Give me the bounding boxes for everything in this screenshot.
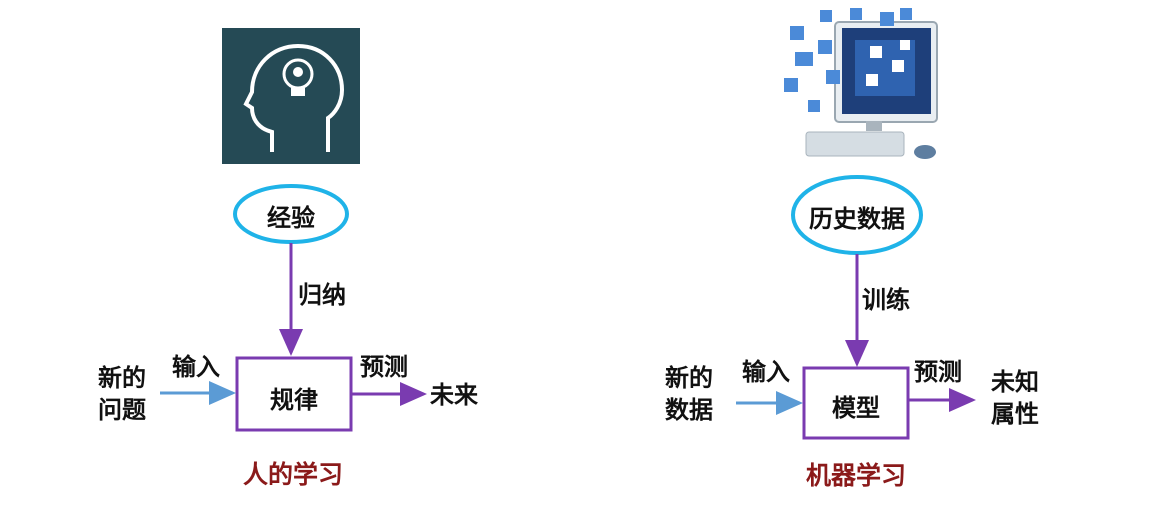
future-label: 未来: [430, 381, 478, 409]
historical-data-ellipse: [791, 175, 923, 255]
new-data-line2: 数据: [665, 396, 713, 424]
left-predict-label: 预测: [360, 353, 408, 381]
rule-label: 规律: [270, 386, 318, 414]
model-label: 模型: [832, 394, 880, 422]
induction-label: 归纳: [298, 281, 346, 309]
experience-ellipse: [233, 184, 349, 244]
new-problem-line2: 问题: [98, 396, 146, 424]
right-input-label: 输入: [742, 358, 790, 386]
right-predict-label: 预测: [914, 358, 962, 386]
training-label: 训练: [862, 286, 910, 314]
new-data-line1: 新的: [665, 364, 713, 392]
unknown-attribute-line1: 未知: [991, 368, 1039, 396]
experience-label: 经验: [267, 204, 315, 232]
new-problem-line1: 新的: [98, 364, 146, 392]
left-input-label: 输入: [172, 353, 220, 381]
model-box: [802, 366, 910, 440]
human-learning-caption: 人的学习: [243, 460, 344, 489]
historical-data-label: 历史数据: [809, 205, 905, 233]
unknown-attribute-line2: 属性: [991, 400, 1039, 428]
machine-learning-caption: 机器学习: [806, 461, 907, 490]
head-lightbulb-icon: [222, 28, 360, 164]
computer-app-icons-image: [784, 8, 938, 159]
